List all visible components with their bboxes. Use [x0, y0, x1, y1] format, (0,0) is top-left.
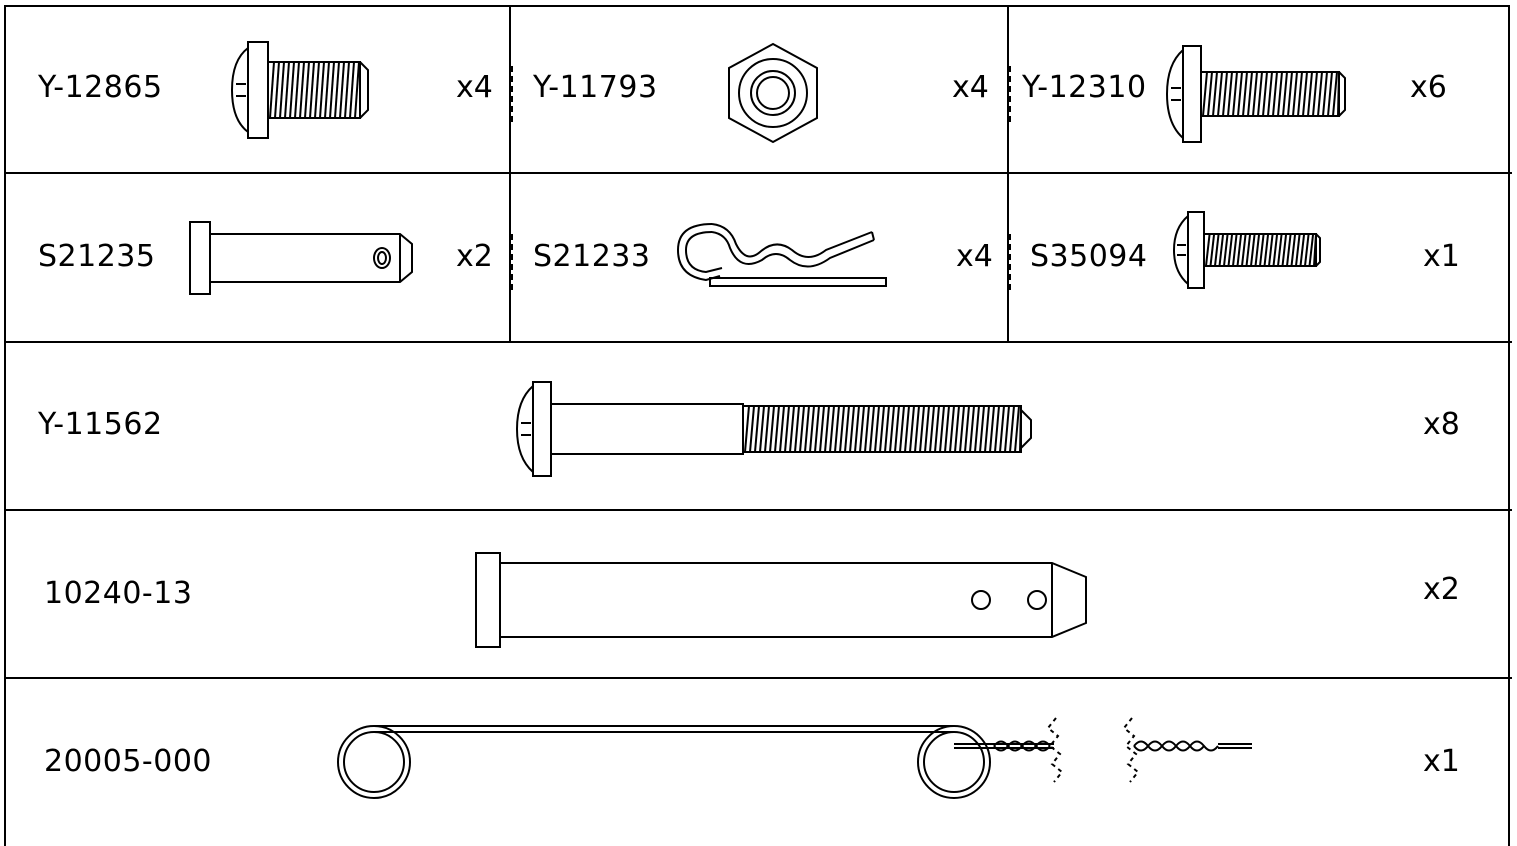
part-quantity: x4: [956, 239, 993, 274]
dashed-separator: [1009, 234, 1011, 290]
pan-head-screw-icon: [230, 40, 375, 140]
part-quantity: x8: [1423, 407, 1460, 442]
part-quantity: x1: [1423, 239, 1460, 274]
part-quantity: x4: [952, 70, 989, 105]
dashed-separator: [1009, 66, 1011, 122]
pan-head-screw-icon: [1172, 210, 1324, 290]
part-quantity: x2: [1423, 572, 1460, 607]
part-quantity: x2: [456, 239, 493, 274]
part-code: S35094: [1030, 239, 1148, 274]
dashed-separator: [511, 234, 513, 290]
part-code: 20005-000: [44, 744, 213, 779]
row-divider: [4, 509, 1512, 511]
column-divider: [509, 5, 511, 342]
column-divider: [1007, 5, 1009, 342]
part-quantity: x6: [1410, 70, 1447, 105]
part-code: 10240-13: [44, 576, 193, 611]
part-code: Y-12310: [1022, 70, 1147, 105]
row-divider: [4, 172, 1512, 174]
pan-head-screw-icon: [1165, 44, 1350, 144]
part-code: S21235: [38, 239, 156, 274]
dashed-separator: [511, 66, 513, 122]
table-frame: [4, 5, 1510, 846]
hex-nut-icon: [727, 42, 819, 144]
part-quantity: x1: [1423, 744, 1460, 779]
row-divider: [4, 677, 1512, 679]
clevis-pin-icon: [188, 220, 416, 296]
row-divider: [4, 341, 1512, 343]
torsion-spring-icon: [334, 712, 1256, 802]
part-code: Y-11793: [533, 70, 658, 105]
clevis-pin-icon: [474, 551, 1090, 649]
part-code: S21233: [533, 239, 651, 274]
part-quantity: x4: [456, 70, 493, 105]
long-shoulder-screw-icon: [515, 380, 1035, 478]
hitch-pin-clip-icon: [676, 220, 888, 290]
part-code: Y-12865: [38, 70, 163, 105]
part-code: Y-11562: [38, 407, 163, 442]
